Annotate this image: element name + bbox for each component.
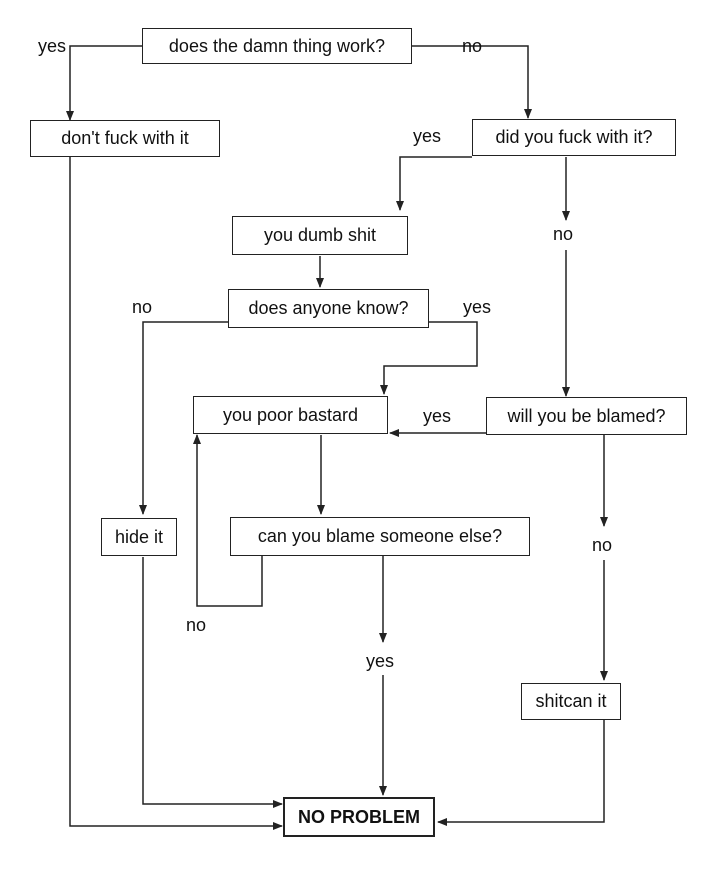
label-blamed-yes: yes: [423, 406, 452, 426]
edge-hide-to-no-problem: [142, 557, 283, 808]
node-no-problem: NO PROBLEM: [283, 797, 435, 837]
edge-anyone-no: [139, 321, 228, 515]
edge-works-yes: [66, 45, 142, 121]
edge-did-fuck-yes: [396, 156, 472, 211]
label-anyone-yes: yes: [463, 297, 492, 317]
label-did-fuck-no: no: [553, 224, 574, 244]
label-works-yes: yes: [38, 36, 67, 56]
label-works-no: no: [462, 36, 483, 56]
edge-anyone-yes: [380, 321, 478, 395]
node-does-anyone-know: does anyone know?: [228, 289, 429, 328]
edge-blame-else-no: [193, 434, 263, 607]
label-blame-else-yes: yes: [366, 651, 395, 671]
node-does-it-work: does the damn thing work?: [142, 28, 412, 64]
node-you-poor-bastard: you poor bastard: [193, 396, 388, 434]
node-will-you-be-blamed: will you be blamed?: [486, 397, 687, 435]
node-dont-fuck-with-it: don't fuck with it: [30, 120, 220, 157]
edge-works-no: [412, 45, 532, 119]
node-did-you-fuck-with-it: did you fuck with it?: [472, 119, 676, 156]
node-can-you-blame-someone-else: can you blame someone else?: [230, 517, 530, 556]
edge-shitcan-to-no-problem: [437, 720, 605, 826]
node-shitcan-it: shitcan it: [521, 683, 621, 720]
edge-dont-fuck-to-no-problem: [69, 157, 283, 830]
label-did-fuck-yes: yes: [413, 126, 442, 146]
node-you-dumb-shit: you dumb shit: [232, 216, 408, 255]
node-hide-it: hide it: [101, 518, 177, 556]
label-blamed-no: no: [592, 535, 613, 555]
label-blame-else-no: no: [186, 615, 207, 635]
label-anyone-no: no: [132, 297, 153, 317]
